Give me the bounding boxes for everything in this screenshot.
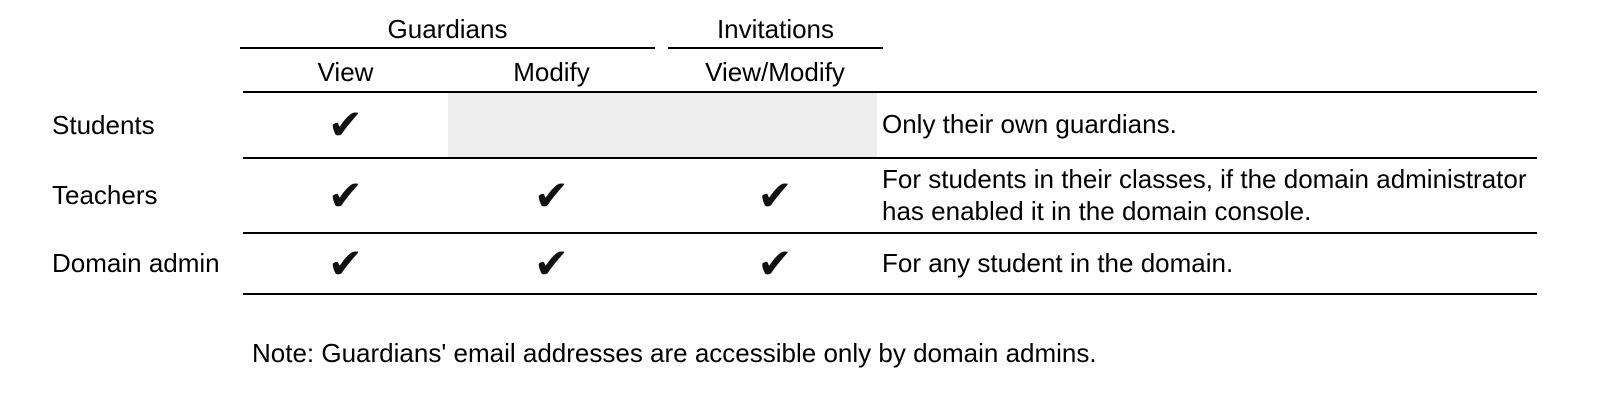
- note-teachers: For students in their classes, if the do…: [882, 164, 1527, 226]
- row-divider-line: [243, 157, 1537, 159]
- column-header-modify: Modify: [513, 56, 590, 87]
- row-label-students: Students: [52, 109, 155, 140]
- column-header-view: View: [317, 56, 374, 87]
- note-students: Only their own guardians.: [882, 109, 1177, 140]
- table-row-students: Students ✔ Only their own guardians.: [0, 93, 1600, 157]
- guardians-group-underline: [240, 47, 655, 49]
- cell-teachers-view: ✔: [243, 159, 448, 232]
- table-bottom-line: [243, 293, 1537, 295]
- row-divider-line: [243, 232, 1537, 234]
- note-domain-admin: For any student in the domain.: [882, 247, 1234, 278]
- disabled-cells-shade: [448, 93, 877, 157]
- cell-students-view-modify: [670, 93, 880, 157]
- cell-admin-modify: ✔: [448, 234, 655, 293]
- cell-admin-view-modify: ✔: [670, 234, 880, 293]
- header-divider-line: [243, 91, 1537, 93]
- check-icon: ✔: [327, 171, 364, 219]
- column-group-invitations-label: Invitations: [716, 14, 835, 44]
- cell-teachers-view-modify: ✔: [670, 159, 880, 232]
- check-icon: ✔: [757, 239, 793, 287]
- check-icon: ✔: [757, 171, 793, 219]
- check-icon: ✔: [327, 101, 364, 148]
- footnote: Note: Guardians' email addresses are acc…: [252, 338, 1097, 368]
- cell-teachers-modify: ✔: [448, 159, 655, 232]
- row-label-teachers: Teachers: [52, 180, 158, 210]
- check-icon: ✔: [533, 239, 570, 287]
- cell-students-view: ✔: [243, 93, 448, 157]
- table-row-domain-admin: Domain admin ✔ ✔ ✔ For any student in th…: [0, 234, 1600, 293]
- row-label-domain-admin: Domain admin: [52, 248, 220, 278]
- check-icon: ✔: [327, 239, 364, 287]
- check-icon: ✔: [533, 171, 570, 219]
- cell-admin-view: ✔: [243, 234, 448, 293]
- cell-students-modify: [448, 93, 655, 157]
- invitations-group-underline: [668, 47, 883, 49]
- column-header-view-modify: View/Modify: [705, 56, 845, 87]
- table-row-teachers: Teachers ✔ ✔ ✔ For students in their cla…: [0, 159, 1600, 232]
- column-group-guardians-label: Guardians: [387, 14, 508, 44]
